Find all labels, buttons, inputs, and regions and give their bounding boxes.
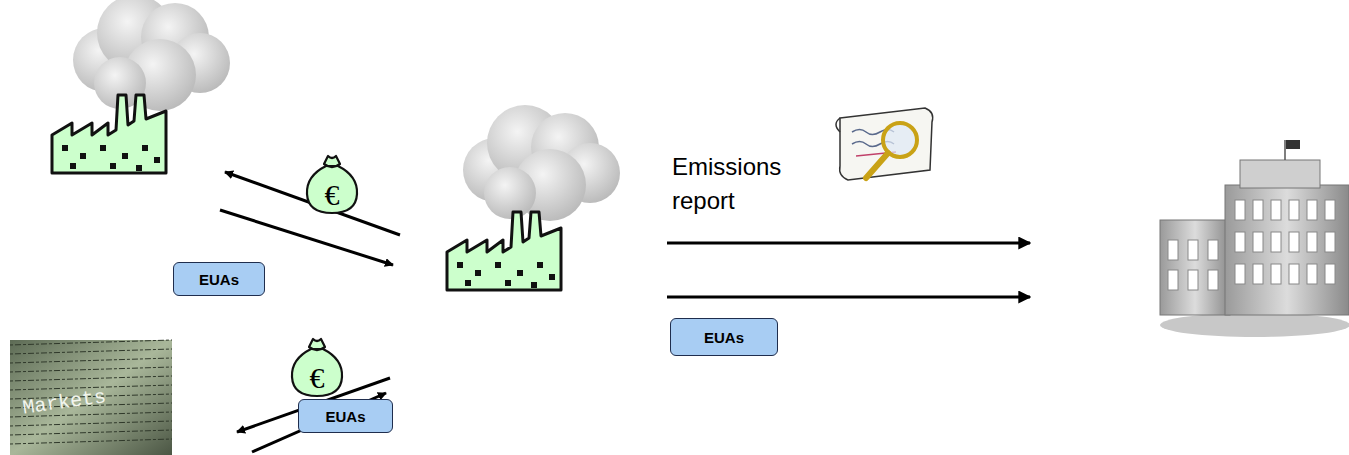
node-text: EUAs	[704, 329, 744, 346]
flow-arrow	[667, 242, 1030, 245]
factory	[52, 95, 166, 173]
money-bag: €	[287, 333, 347, 399]
markets-picture	[10, 340, 172, 455]
node-text: EUAs	[325, 408, 365, 425]
report-label: Emissions report	[672, 150, 812, 217]
factory	[447, 212, 561, 290]
allowance-box: EUAs	[670, 318, 778, 356]
flow-arrow	[220, 210, 393, 265]
node-text: €	[325, 180, 340, 216]
cloud	[73, 0, 230, 111]
node-text: EUAs	[199, 271, 239, 288]
allowance-box: EUAs	[298, 399, 393, 433]
authority-building	[1160, 140, 1349, 337]
report-icon	[836, 108, 933, 180]
flow-arrow	[667, 296, 1030, 299]
allowance-box: EUAs	[173, 262, 265, 296]
cloud	[463, 105, 620, 221]
node-text: €	[310, 363, 325, 399]
money-bag: €	[302, 150, 362, 216]
